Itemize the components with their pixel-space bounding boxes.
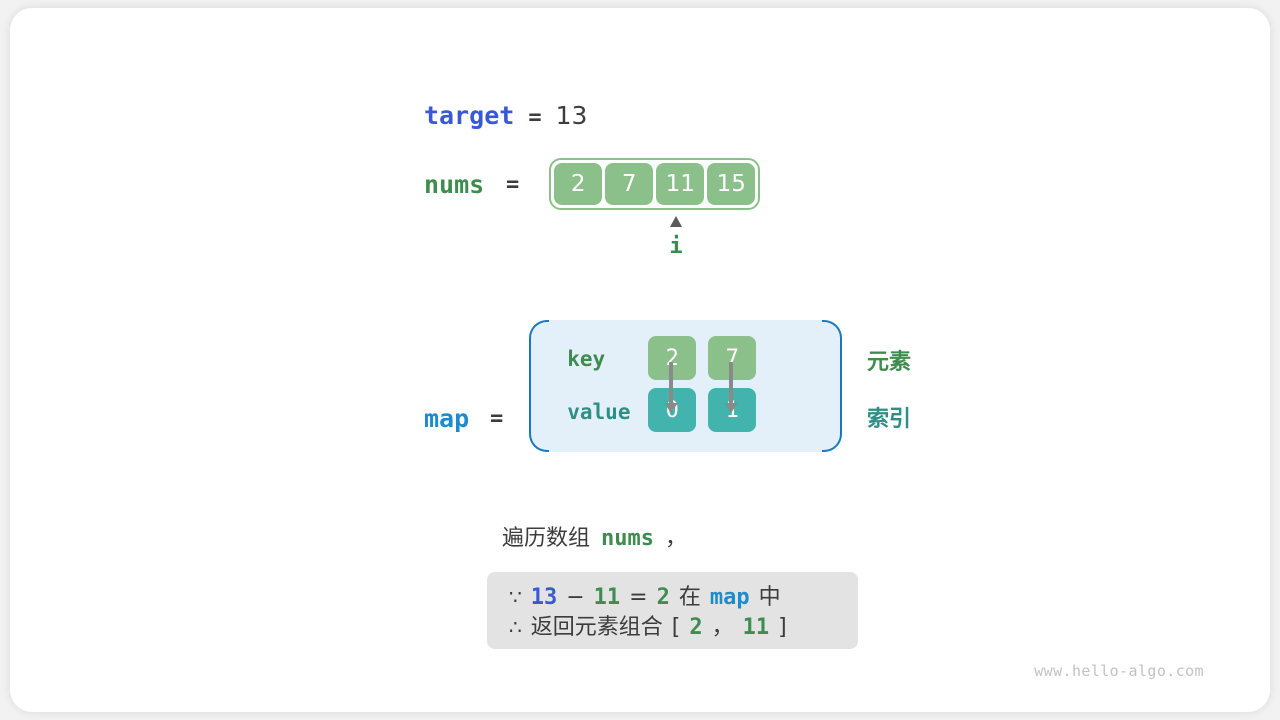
map-entry: 7 1 bbox=[708, 336, 757, 432]
map-value-row-label: value bbox=[567, 400, 631, 424]
map-elements-label: 元素 bbox=[867, 350, 912, 375]
pointer-label: i bbox=[669, 234, 683, 259]
nums-equals: = bbox=[506, 171, 520, 197]
note-complement-value: 2 bbox=[656, 585, 670, 610]
conclusion-box: ∵ 13 − 11 = 2 在 map 中 ∴ 返回元素组合 [ 2 ， 11 … bbox=[487, 572, 858, 649]
down-arrow-icon bbox=[724, 362, 739, 413]
map-row: map = key value 2 0 7 1 bbox=[424, 320, 843, 452]
note-map-label: map bbox=[709, 585, 750, 610]
down-arrow-icon bbox=[664, 362, 679, 413]
target-value: 13 bbox=[555, 101, 588, 130]
result-value-1: 2 bbox=[689, 615, 703, 640]
because-symbol: ∵ bbox=[509, 585, 522, 609]
map-inner: key value 2 0 7 1 bbox=[531, 322, 840, 450]
target-equals: = bbox=[528, 105, 542, 130]
map-key-row-label: key bbox=[567, 347, 606, 371]
caret-up-icon bbox=[670, 216, 682, 227]
note-return-text: 返回元素组合 bbox=[530, 615, 663, 640]
map-equals: = bbox=[490, 405, 504, 431]
array-cell: 2 bbox=[554, 163, 603, 205]
footer-url: www.hello-algo.com bbox=[1034, 662, 1204, 680]
nums-label: nums bbox=[424, 169, 485, 199]
array-cell: 11 bbox=[656, 163, 705, 205]
result-comma: ， bbox=[711, 615, 734, 640]
index-pointer: i bbox=[660, 216, 692, 259]
therefore-symbol: ∴ bbox=[509, 615, 522, 639]
map-indices-label: 索引 bbox=[867, 407, 912, 432]
array-cell: 7 bbox=[605, 163, 654, 205]
note-zhong-text: 中 bbox=[758, 585, 781, 610]
bracket-open: [ bbox=[671, 615, 681, 640]
caption-suffix: ， bbox=[665, 526, 688, 551]
note-target-value: 13 bbox=[530, 585, 558, 610]
map-container: key value 2 0 7 1 bbox=[529, 320, 843, 452]
result-value-2: 11 bbox=[742, 615, 770, 640]
target-label: target bbox=[424, 101, 515, 130]
map-label: map bbox=[424, 403, 470, 433]
equals-operator: = bbox=[629, 585, 648, 610]
note-current-value: 11 bbox=[593, 585, 621, 610]
conclusion-line-2: ∴ 返回元素组合 [ 2 ， 11 ] bbox=[509, 612, 836, 642]
figure-card: target = 13 nums = 2 7 11 15 i map = bbox=[10, 8, 1270, 712]
caption-code: nums bbox=[601, 526, 654, 551]
nums-row: nums = 2 7 11 15 bbox=[424, 158, 761, 210]
note-in-text: 在 bbox=[678, 585, 701, 610]
conclusion-line-1: ∵ 13 − 11 = 2 在 map 中 bbox=[509, 582, 836, 612]
map-entry: 2 0 bbox=[648, 336, 697, 432]
bracket-close: ] bbox=[778, 615, 787, 640]
target-row: target = 13 bbox=[424, 101, 587, 130]
array-cell: 15 bbox=[707, 163, 756, 205]
caption-prefix: 遍历数组 bbox=[502, 526, 591, 551]
caption-line: 遍历数组 nums ， bbox=[502, 520, 687, 552]
minus-operator: − bbox=[566, 585, 585, 610]
map-side-labels: 元素 索引 bbox=[867, 344, 911, 433]
nums-array: 2 7 11 15 bbox=[549, 158, 761, 210]
